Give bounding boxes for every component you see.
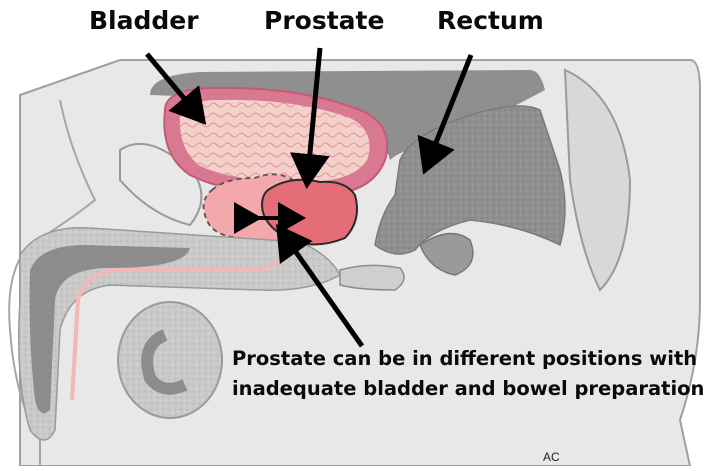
caption-line-1: Prostate can be in different positions w… — [232, 344, 704, 374]
label-prostate: Prostate — [264, 6, 384, 35]
caption: Prostate can be in different positions w… — [232, 344, 704, 404]
testis — [118, 302, 222, 418]
credit-mark: AC — [543, 450, 560, 464]
caption-line-2: inadequate bladder and bowel preparation — [232, 374, 704, 404]
label-bladder: Bladder — [89, 6, 199, 35]
anal-canal — [340, 265, 404, 290]
label-rectum: Rectum — [437, 6, 544, 35]
